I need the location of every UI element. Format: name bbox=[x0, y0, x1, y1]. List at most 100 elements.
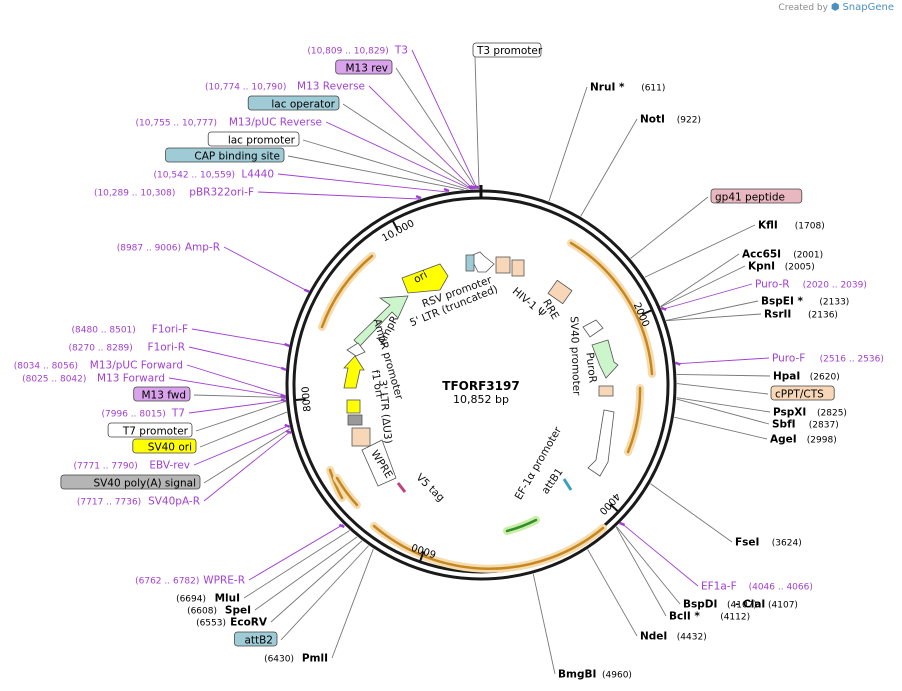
leader-nrui bbox=[548, 86, 588, 202]
label-box bbox=[770, 385, 835, 401]
right-label-kfli: KflI(1708) bbox=[758, 220, 825, 232]
rre-block bbox=[547, 279, 573, 305]
label-box bbox=[107, 422, 193, 438]
inner-label-3-ltr-u3: 3' LTR (ΔU3) bbox=[376, 379, 394, 444]
plasmid-size: 10,852 bp bbox=[453, 393, 509, 406]
left-label-t3: T3 (10,809 .. 10,829) bbox=[307, 45, 408, 57]
orf-arc-1-line bbox=[569, 241, 654, 376]
label-range: (10,289 .. 10,308) bbox=[94, 189, 175, 199]
snapgene-credit: Created by ⬢ SnapGene bbox=[778, 2, 894, 13]
label-name: RsrII bbox=[764, 309, 791, 321]
puro-arc-line bbox=[505, 518, 538, 533]
leader-l4440 bbox=[277, 173, 447, 193]
right-label-bmgbi: BmgBI(4960) bbox=[558, 669, 632, 681]
label-range: (10,774 .. 10,790) bbox=[205, 83, 286, 93]
label-range: (2020 .. 2039) bbox=[803, 281, 867, 291]
tick-0 bbox=[641, 309, 652, 316]
primer-mark-ebv-rev bbox=[284, 423, 291, 429]
sv40ori-block bbox=[346, 399, 361, 414]
tick-2 bbox=[419, 551, 425, 562]
label-name: MluI bbox=[215, 593, 240, 605]
leader-kfli bbox=[644, 224, 756, 278]
leader-sv40pa-r bbox=[203, 431, 291, 502]
lac-stripes bbox=[465, 254, 475, 272]
leader-bcli bbox=[615, 526, 667, 617]
right-label-acc65i: Acc65I(2001) bbox=[742, 249, 823, 261]
label-box bbox=[234, 631, 278, 647]
label-range: (10,755 .. 10,777) bbox=[136, 119, 217, 129]
label-range: (10,809 .. 10,829) bbox=[307, 47, 388, 57]
leader-m13-puc-forward bbox=[186, 364, 286, 397]
label-name: M13 rev bbox=[345, 63, 388, 75]
wpre-arrow bbox=[361, 439, 397, 487]
label-name: attB2 bbox=[244, 635, 273, 647]
f1ori-arrow bbox=[343, 355, 365, 389]
inner-label-v5-tag: V5 tag bbox=[414, 472, 447, 505]
label-box bbox=[165, 147, 285, 163]
orf-arcs bbox=[318, 239, 656, 573]
label-range: (6430) bbox=[264, 655, 294, 665]
left-label-m13-puc-forward: M13/pUC Forward(8034 .. 8056) bbox=[14, 360, 183, 372]
leader-lac-promoter bbox=[302, 139, 469, 190]
orf-arc-4-line bbox=[328, 468, 344, 500]
label-range: (4046 .. 4066) bbox=[749, 583, 813, 593]
label-name: - ClaI bbox=[735, 599, 765, 611]
left-label-m13-rev: M13 rev bbox=[335, 59, 393, 75]
puror-arrow bbox=[591, 339, 619, 379]
left-label-l4440: L4440(10,542 .. 10,559) bbox=[154, 169, 274, 181]
leader-acc65i bbox=[660, 253, 740, 307]
leader-pbr322ori-f bbox=[257, 191, 420, 200]
label-name: Puro-R bbox=[755, 279, 790, 291]
label-name: M13 Reverse bbox=[297, 81, 365, 93]
label-range: (2516 .. 2536) bbox=[820, 355, 884, 365]
inner-label-ori: ori bbox=[412, 269, 430, 286]
credit-brand: SnapGene bbox=[842, 2, 894, 13]
label-range: (4112) bbox=[720, 613, 750, 623]
label-range: (10,542 .. 10,559) bbox=[154, 171, 235, 181]
left-label-ecorv: EcoRV(6553) bbox=[196, 617, 268, 629]
leader-lines bbox=[168, 49, 771, 675]
left-label-m13-forward: M13 Forward(8025 .. 8042) bbox=[22, 373, 165, 385]
ltr3-block bbox=[351, 427, 371, 447]
leader-bmgbi bbox=[532, 573, 556, 675]
label-name: lac operator bbox=[271, 99, 335, 111]
orf-arc-6-line bbox=[626, 386, 642, 454]
primer-mark-puro-r bbox=[660, 306, 667, 311]
label-name: M13/pUC Reverse bbox=[229, 117, 322, 129]
label-name: T7 promoter bbox=[122, 426, 189, 438]
ltr5-block bbox=[495, 256, 511, 274]
label-name: PspXI bbox=[773, 407, 806, 419]
primer-mark-f1ori-f bbox=[284, 342, 291, 348]
leader-m13-fwd bbox=[193, 394, 286, 399]
ampr-promoter-arrow bbox=[346, 342, 366, 357]
tick-1 bbox=[609, 503, 619, 512]
left-label-cap-binding-site: CAP binding site bbox=[165, 147, 285, 163]
label-range: (2998) bbox=[807, 436, 837, 446]
attb1-mark bbox=[562, 478, 573, 491]
orf-arc-5-line bbox=[335, 476, 359, 507]
right-label-puro-r: Puro-R (2020 .. 2039) bbox=[755, 279, 867, 291]
label-range: (6762 .. 6782) bbox=[135, 577, 199, 587]
right-label-rsrii: RsrII(2136) bbox=[764, 309, 838, 321]
label-range: (8270 .. 8289) bbox=[69, 344, 133, 354]
right-label-fsei: FseI(3624) bbox=[735, 537, 802, 549]
leader-cppt-cts bbox=[676, 383, 769, 395]
label-range: (4107) bbox=[768, 601, 798, 611]
label-name: T3 bbox=[394, 45, 408, 57]
left-label-spei: SpeI(6608) bbox=[187, 605, 251, 617]
left-label-t7-promoter: T7 promoter bbox=[107, 422, 193, 438]
left-label-amp-r: Amp-R(8987 .. 9006) bbox=[117, 242, 220, 254]
label-box bbox=[335, 59, 393, 75]
leader-bspdi bbox=[616, 526, 681, 605]
credit-prefix: Created by bbox=[778, 3, 828, 13]
label-name: EcoRV bbox=[230, 617, 268, 629]
label-name: T3 promoter bbox=[476, 45, 543, 57]
left-label-t7: T7(7996 .. 8015) bbox=[102, 408, 185, 420]
tick-label-2: 6000 bbox=[410, 541, 438, 560]
rsv-arrow bbox=[469, 251, 495, 273]
leader-agei bbox=[674, 416, 768, 440]
label-name: T7 bbox=[171, 408, 185, 420]
orf-arc-3 bbox=[318, 252, 376, 331]
